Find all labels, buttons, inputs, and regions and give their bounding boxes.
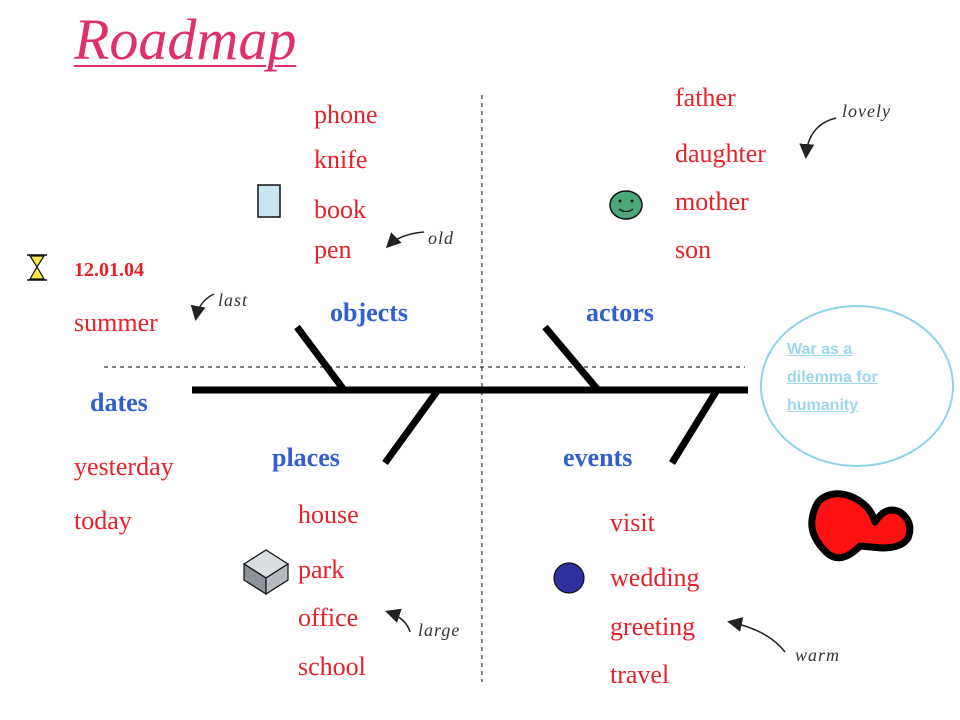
arrow-warm [727, 617, 786, 653]
actor-word: father [675, 83, 736, 112]
date-word: today [74, 506, 132, 535]
arrow-old [385, 231, 425, 249]
place-word: house [298, 500, 359, 529]
event-word: wedding [610, 563, 700, 592]
annotation-lovely: lovely [842, 101, 891, 121]
category-places: places [272, 443, 340, 472]
date-word: summer [74, 308, 158, 337]
goal-text-line: humanity [787, 397, 859, 414]
bone-objects [294, 324, 347, 393]
goal-link[interactable]: War as a dilemma for humanity [787, 336, 937, 420]
object-word: phone [314, 100, 378, 129]
annotation-old: old [428, 228, 455, 248]
category-actors: actors [586, 298, 654, 327]
object-word: knife [314, 145, 368, 174]
annotation-warm: warm [795, 645, 841, 665]
place-word: school [298, 652, 366, 681]
event-word: travel [610, 660, 670, 689]
smiley-face-icon [609, 190, 643, 220]
goal-text-line: War as a [787, 341, 853, 358]
bone-events [669, 388, 720, 465]
bone-actors [542, 324, 601, 393]
place-word: park [298, 555, 345, 584]
bone-places [382, 387, 441, 466]
goal-ellipse [760, 305, 954, 467]
circle-icon [553, 562, 585, 594]
category-events: events [563, 443, 633, 472]
book-icon [257, 184, 281, 218]
annotation-large: large [418, 620, 461, 640]
page-title: Roadmap [74, 7, 297, 72]
place-word: office [298, 603, 359, 632]
arrow-lovely [799, 117, 837, 159]
arrow-large [385, 608, 411, 633]
event-word: greeting [610, 612, 696, 641]
box-icon [242, 549, 290, 596]
category-dates: dates [90, 388, 148, 417]
object-word: pen [314, 235, 352, 264]
date-value: 12.01.04 [74, 259, 144, 281]
event-word: visit [610, 508, 655, 537]
hourglass-icon [27, 254, 47, 281]
category-objects: objects [330, 298, 408, 327]
heart-shape-icon [808, 490, 914, 562]
actor-word: daughter [675, 139, 766, 168]
actor-word: son [675, 235, 712, 264]
annotation-last: last [218, 290, 249, 310]
object-word: book [314, 195, 366, 224]
date-word: yesterday [74, 452, 174, 481]
actor-word: mother [675, 187, 749, 216]
arrow-last [190, 293, 215, 321]
goal-text-line: dilemma for [787, 369, 878, 386]
